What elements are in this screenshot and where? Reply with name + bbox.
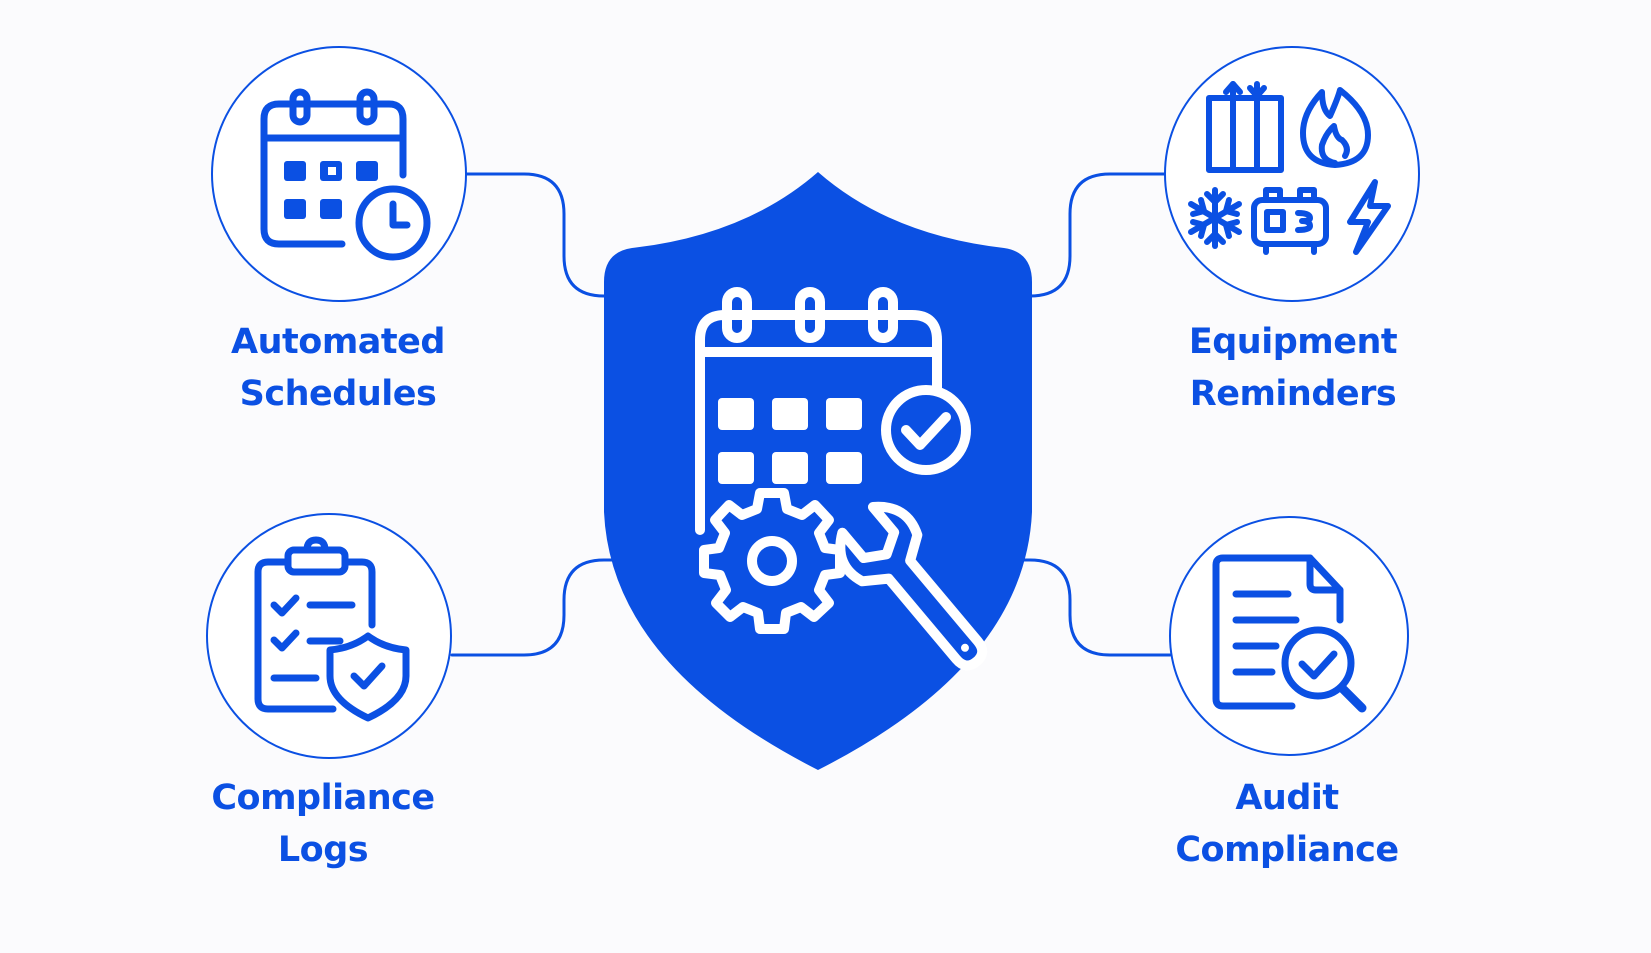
label-line: Compliance <box>1175 830 1399 870</box>
label-automated-schedules: Automated Schedules <box>178 316 498 420</box>
shield-calendar-gear-wrench-icon <box>695 287 988 671</box>
node-circle <box>1164 46 1420 302</box>
node-equipment-reminders <box>1164 46 1420 302</box>
label-line: Reminders <box>1189 374 1397 414</box>
label-line: Compliance <box>211 778 435 818</box>
label-audit-compliance: Audit Compliance <box>1127 772 1447 876</box>
label-equipment-reminders: Equipment Reminders <box>1133 316 1453 420</box>
node-audit-compliance <box>1169 516 1409 756</box>
calendar-clock-icon <box>260 88 431 261</box>
generator-icon <box>1251 187 1329 255</box>
label-compliance-logs: Compliance Logs <box>163 772 483 876</box>
node-circle <box>1169 516 1409 756</box>
fire-icon <box>1300 87 1371 168</box>
connector-automated-schedules <box>464 172 614 298</box>
node-automated-schedules <box>211 46 467 302</box>
label-line: Equipment <box>1188 322 1398 362</box>
node-compliance-logs <box>206 513 452 759</box>
label-line: Schedules <box>239 374 437 414</box>
shield-shape <box>604 172 1032 770</box>
label-line: Logs <box>277 830 369 870</box>
label-line: Audit <box>1235 778 1339 818</box>
central-shield <box>604 172 1032 770</box>
label-line: Automated <box>231 322 445 362</box>
connectors <box>450 172 1172 657</box>
connector-audit-compliance <box>1016 558 1172 657</box>
document-magnifier-icon <box>1212 554 1367 713</box>
connector-equipment-reminders <box>1020 172 1167 298</box>
lightning-icon <box>1347 179 1391 255</box>
equipment-cluster-icon <box>1188 81 1391 255</box>
clipboard-shield-icon <box>254 536 410 722</box>
snowflake-icon <box>1188 187 1242 249</box>
connector-compliance-logs <box>450 558 616 657</box>
elevator-icon <box>1206 81 1284 173</box>
